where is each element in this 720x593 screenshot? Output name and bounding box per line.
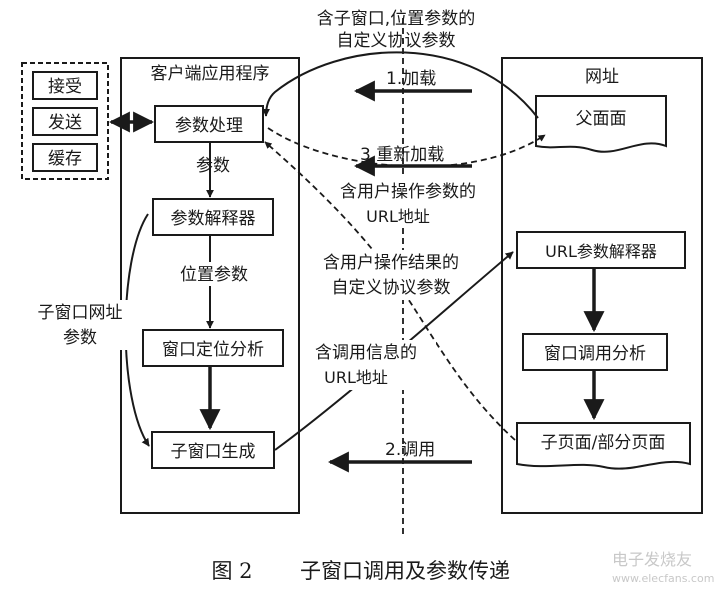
subpage-label: 子页面/部分页面 bbox=[541, 433, 666, 453]
call-info-label-1: 含调用信息的 bbox=[315, 343, 417, 363]
parent-page-label: 父面面 bbox=[576, 109, 627, 129]
user-op-url-label-2: URL地址 bbox=[366, 207, 430, 226]
watermark-url: www.elecfans.com bbox=[612, 572, 714, 585]
subwindow-url-param-label-bg bbox=[24, 300, 136, 350]
window-call-analysis-box bbox=[522, 333, 668, 371]
position-param-label: 位置参数 bbox=[180, 265, 248, 285]
window-call-analysis-label: 窗口调用分析 bbox=[544, 344, 646, 364]
reload-label: 3.重新加载 bbox=[360, 145, 444, 165]
user-op-url-label-bg bbox=[320, 178, 498, 226]
user-op-url-label-1: 含用户操作参数的 bbox=[340, 182, 476, 202]
param-processing-label: 参数处理 bbox=[175, 116, 243, 136]
url-param-parser-box bbox=[516, 231, 686, 269]
user-result-label-2: 自定义协议参数 bbox=[332, 278, 451, 298]
user-result-label-1: 含用户操作结果的 bbox=[323, 253, 459, 273]
window-positioning-box bbox=[142, 329, 284, 367]
subwindow-generation-box bbox=[151, 431, 275, 469]
load-label: 1.加载 bbox=[386, 69, 436, 89]
call-info-label-2: URL地址 bbox=[324, 368, 388, 387]
param-parser-label: 参数解释器 bbox=[171, 209, 256, 229]
url-panel-label: 网址 bbox=[585, 67, 619, 87]
param-label: 参数 bbox=[196, 156, 230, 176]
storage-group bbox=[21, 62, 109, 180]
receive-label: 接受 bbox=[48, 77, 82, 97]
client-app-label: 客户端应用程序 bbox=[151, 64, 270, 84]
send-box bbox=[32, 107, 98, 136]
subwindow-url-param-label-1: 子窗口网址 bbox=[38, 303, 123, 323]
cache-label: 缓存 bbox=[48, 149, 82, 169]
subwindow-url-param-label-2: 参数 bbox=[63, 328, 97, 348]
call-label: 2.调用 bbox=[385, 440, 435, 460]
parent-page-box bbox=[535, 95, 667, 153]
receive-box bbox=[32, 71, 98, 100]
watermark-logo: 电子发烧友 bbox=[612, 550, 692, 569]
figure-number: 图 2 bbox=[211, 559, 252, 583]
custom-protocol-top-label-2: 自定义协议参数 bbox=[337, 31, 456, 51]
position-param-label-bg bbox=[168, 262, 258, 286]
figure-caption: 子窗口调用及参数传递 bbox=[300, 559, 510, 583]
custom-protocol-top-label-1: 含子窗口,位置参数的 bbox=[317, 9, 475, 29]
subpage-box bbox=[516, 422, 691, 470]
call-info-label-bg bbox=[300, 340, 436, 390]
window-positioning-label: 窗口定位分析 bbox=[162, 340, 264, 360]
param-parser-box bbox=[152, 198, 274, 236]
param-processing-box bbox=[154, 105, 264, 143]
load-loop bbox=[262, 51, 539, 119]
url-param-parser-label: URL参数解释器 bbox=[545, 242, 657, 261]
send-label: 发送 bbox=[48, 113, 82, 133]
subwindow-generation-label: 子窗口生成 bbox=[171, 442, 256, 462]
cache-box bbox=[32, 143, 98, 172]
user-result-label-bg bbox=[300, 250, 484, 300]
